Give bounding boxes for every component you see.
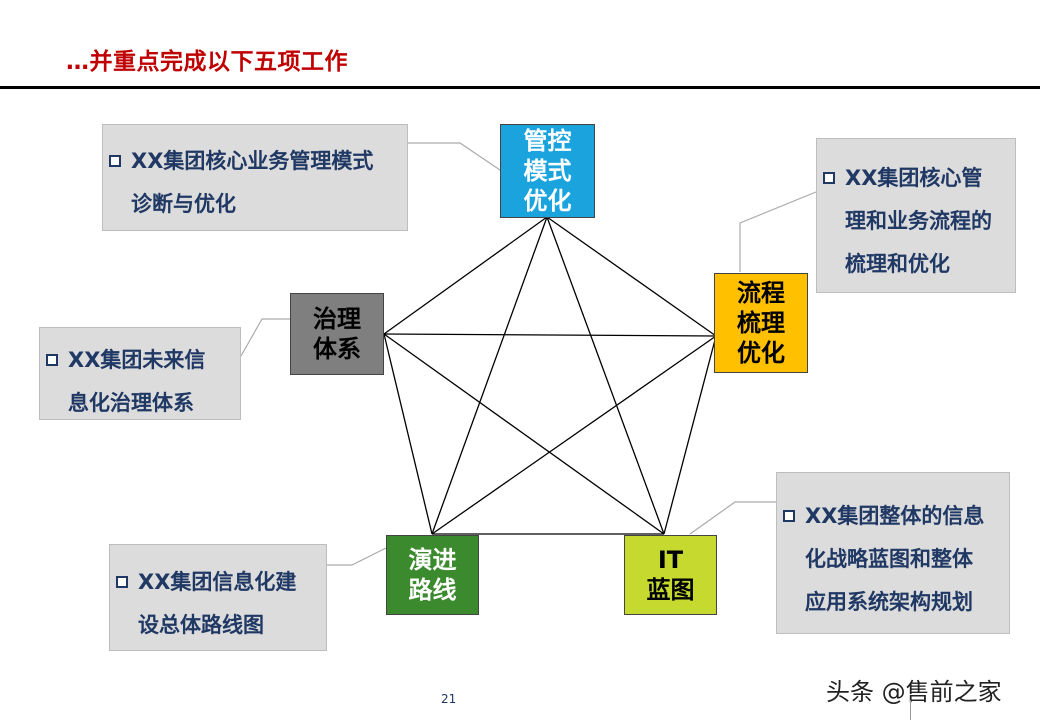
watermark-text: 头条 @售前之家: [826, 678, 1002, 706]
callout-text: XX集团核心业务管理模式: [131, 149, 374, 173]
checkbox-bullet-icon: [116, 576, 128, 588]
callout-text: 化战略蓝图和整体: [805, 547, 973, 571]
diag-top-bottomleft: [431, 216, 548, 535]
callout-text: 应用系统架构规划: [805, 590, 973, 614]
checkbox-bullet-icon: [783, 510, 795, 522]
node-label: 演进: [408, 546, 457, 574]
watermark-divider: [910, 700, 911, 720]
node-label: IT: [657, 546, 684, 574]
callout-connectors: [240, 142, 817, 566]
node-process-optimization: 流程 梳理 优化: [714, 273, 808, 373]
callout-text: 理和业务流程的: [845, 209, 992, 233]
node-label: 路线: [408, 576, 457, 604]
diag-left-bottomright: [383, 333, 665, 535]
edge-right-bottomright: [663, 335, 717, 535]
checkbox-bullet-icon: [823, 172, 835, 184]
diag-right-bottomleft: [431, 335, 717, 535]
callout-text: 诊断与优化: [131, 192, 236, 216]
connector-right: [739, 191, 817, 272]
diag-left-right: [383, 333, 717, 337]
callout-top: XX集团核心业务管理模式 诊断与优化: [102, 124, 408, 231]
node-evolution-roadmap: 演进 路线: [386, 535, 479, 615]
diag-top-bottomright: [546, 216, 665, 535]
edge-left-top: [383, 216, 548, 335]
node-label: 优化: [737, 339, 785, 367]
node-label: 流程: [737, 279, 785, 307]
node-label: 优化: [523, 187, 572, 215]
callout-bottom-left: XX集团信息化建 设总体路线图: [109, 544, 327, 651]
node-label: 管控: [523, 127, 572, 155]
callout-text: XX集团核心管: [845, 166, 983, 190]
star-edges: [383, 216, 717, 535]
node-it-blueprint: IT 蓝图: [624, 535, 717, 615]
pentagon-edges: [383, 216, 717, 535]
edge-top-right: [546, 216, 717, 337]
title-divider: [0, 86, 1040, 89]
node-label: 蓝图: [646, 576, 695, 604]
connector-top: [408, 142, 504, 173]
callout-text: XX集团信息化建: [138, 570, 297, 594]
callout-text: 梳理和优化: [845, 252, 950, 276]
callout-left: XX集团未来信 息化治理体系: [39, 327, 241, 420]
checkbox-bullet-icon: [46, 354, 58, 366]
callout-text: 设总体路线图: [138, 613, 264, 637]
node-label: 治理: [313, 305, 361, 333]
node-label: 梳理: [737, 309, 785, 337]
page-number: 21: [441, 692, 457, 706]
node-governance-system: 治理 体系: [290, 293, 384, 375]
connector-bottom-right: [689, 501, 777, 535]
connector-bottom-left: [327, 547, 387, 566]
node-label: 模式: [523, 157, 572, 185]
checkbox-bullet-icon: [109, 155, 121, 167]
connector-left: [240, 318, 291, 357]
node-label: 体系: [313, 335, 361, 363]
node-control-model: 管控 模式 优化: [500, 124, 595, 218]
page-title: …并重点完成以下五项工作: [66, 49, 348, 75]
callout-bottom-right: XX集团整体的信息 化战略蓝图和整体 应用系统架构规划: [776, 472, 1010, 634]
callout-right: XX集团核心管 理和业务流程的 梳理和优化: [816, 138, 1016, 293]
edge-bottomleft-left: [383, 333, 433, 535]
callout-text: XX集团整体的信息: [805, 504, 985, 528]
callout-text: XX集团未来信: [68, 348, 206, 372]
callout-text: 息化治理体系: [68, 391, 194, 415]
